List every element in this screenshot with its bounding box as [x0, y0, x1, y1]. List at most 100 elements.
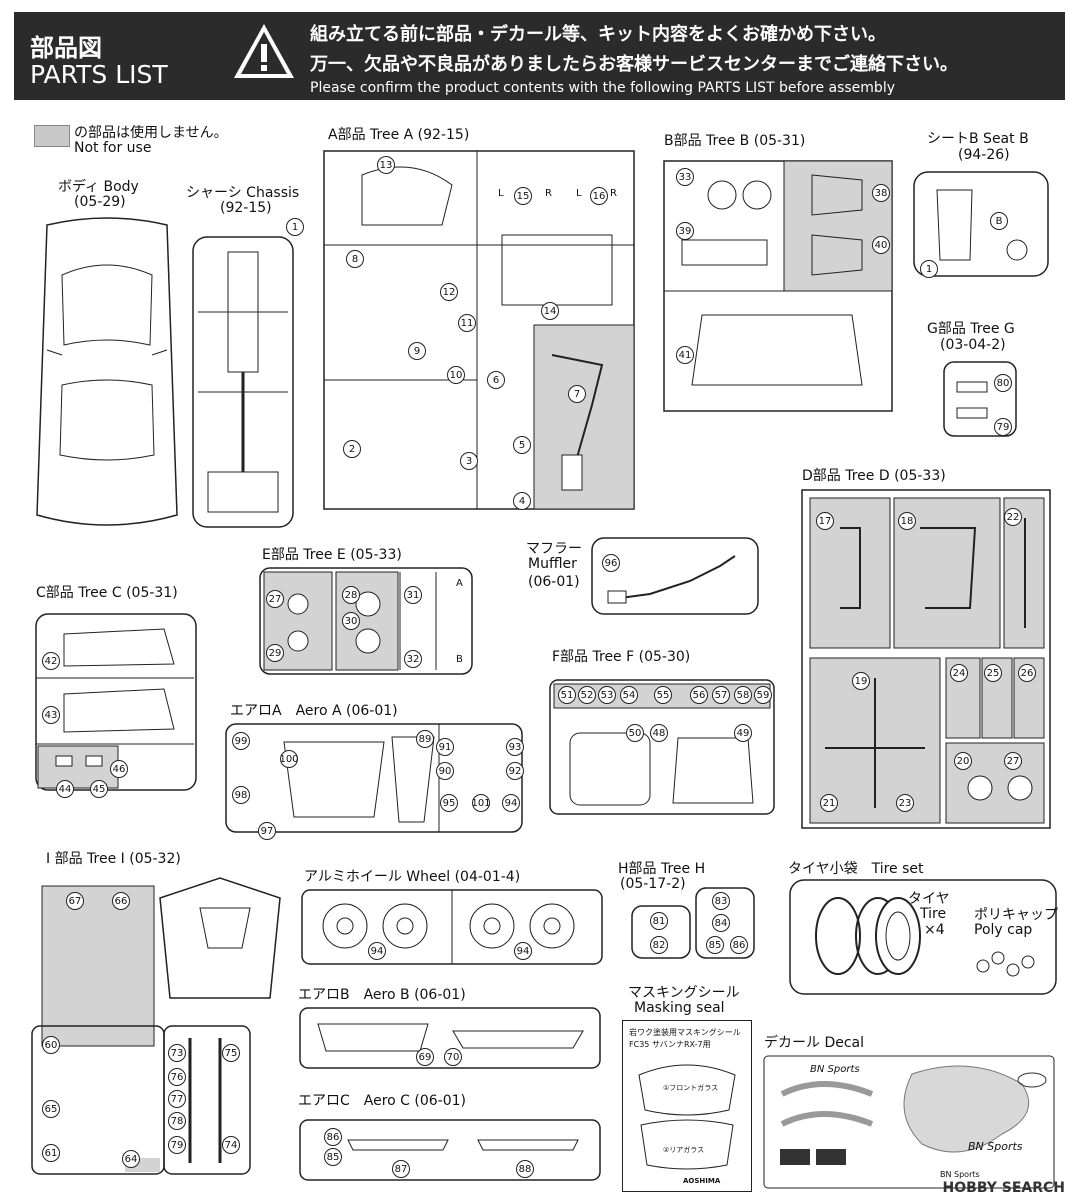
- tree-d-part-17: 17: [816, 512, 834, 530]
- tree-d-part-23: 23: [896, 794, 914, 812]
- tree-d-part-22: 22: [1004, 508, 1022, 526]
- tree-i-part-78: 78: [168, 1112, 186, 1130]
- mark-l-2: L: [576, 188, 582, 199]
- watermark: HOBBY SEARCH: [942, 1180, 1065, 1196]
- tree-e-mark-a: A: [456, 578, 463, 589]
- tree-f-part-51: 51: [558, 686, 576, 704]
- chassis-part-number: 1: [286, 218, 304, 236]
- tree-i-part-60: 60: [42, 1036, 60, 1054]
- tree-b-part-41: 41: [676, 346, 694, 364]
- tree-b-part-40: 40: [872, 236, 890, 254]
- tree-e-part-29: 29: [266, 644, 284, 662]
- tree-f-part-56: 56: [690, 686, 708, 704]
- aero-a-part-95: 95: [440, 794, 458, 812]
- seat-b-code: (94-26): [958, 147, 1010, 163]
- masking-shapes: [638, 1064, 736, 1170]
- legend-en: Not for use: [74, 140, 152, 156]
- tree-g-frame: [943, 361, 1017, 437]
- tree-f-part-50: 50: [626, 724, 644, 742]
- tree-d-part-18: 18: [898, 512, 916, 530]
- tree-d-part-24: 24: [950, 664, 968, 682]
- body-code: (05-29): [74, 194, 126, 210]
- tree-d-part-26: 26: [1018, 664, 1036, 682]
- aero-a-part-89: 89: [416, 730, 434, 748]
- tree-c-part-45: 45: [90, 780, 108, 798]
- tree-a-part-4: 4: [513, 492, 531, 510]
- masking-label-en: Masking seal: [634, 1000, 725, 1016]
- masking-rear: ②リアガラス: [663, 1146, 705, 1154]
- tree-b-frame: [663, 160, 893, 412]
- chassis-drawing: [192, 236, 294, 528]
- decal-sheet: [763, 1055, 1055, 1189]
- tree-c-part-42: 42: [42, 652, 60, 670]
- aero-a-part-98: 98: [232, 786, 250, 804]
- muffler-part-96: 96: [602, 554, 620, 572]
- tree-b-part-38: 38: [872, 184, 890, 202]
- tree-d-frame: [801, 489, 1051, 829]
- tree-a-frame: [323, 150, 635, 510]
- notice-line-1: 組み立てる前に部品・デカール等、キット内容をよくお確かめ下さい。: [310, 24, 886, 45]
- tree-i-part-74: 74: [222, 1136, 240, 1154]
- tree-h-frame: [631, 887, 755, 959]
- tree-c-part-46: 46: [110, 760, 128, 778]
- header-banner: 部品図 PARTS LIST 組み立てる前に部品・デカール等、キット内容をよくお…: [14, 12, 1065, 100]
- aero-a-part-91: 91: [436, 738, 454, 756]
- tree-i-part-65: 65: [42, 1100, 60, 1118]
- aero-c-part-85: 85: [324, 1148, 342, 1166]
- tree-a-part-13: 13: [377, 156, 395, 174]
- tree-h-part-85: 85: [706, 936, 724, 954]
- aero-b-label: エアロB Aero B (06-01): [298, 987, 466, 1003]
- aero-a-frame: [225, 723, 523, 833]
- tree-i-frame: [31, 877, 281, 1175]
- tree-a-part-14: 14: [541, 302, 559, 320]
- aero-a-part-93: 93: [506, 738, 524, 756]
- tree-f-part-53: 53: [598, 686, 616, 704]
- aero-a-label: エアロA Aero A (06-01): [230, 703, 398, 719]
- body-drawing: [36, 217, 178, 526]
- masking-label-jp: マスキングシール: [628, 985, 740, 1001]
- muffler-label-jp: マフラー: [526, 541, 582, 557]
- masking-sheet-sub: FC35 サバンナRX-7用: [629, 1040, 711, 1049]
- tree-a-part-5: 5: [513, 436, 531, 454]
- tree-e-part-27: 27: [266, 590, 284, 608]
- wheel-frame: [301, 889, 603, 965]
- tree-e-part-31: 31: [404, 586, 422, 604]
- tree-g-part-80: 80: [994, 374, 1012, 392]
- aero-a-part-97: 97: [258, 822, 276, 840]
- tree-a-part-3: 3: [460, 452, 478, 470]
- tree-b-part-33: 33: [676, 168, 694, 186]
- wheel-part-94-a: 94: [368, 942, 386, 960]
- tree-e-part-30: 30: [342, 612, 360, 630]
- tree-g-label: G部品 Tree G: [927, 321, 1015, 337]
- tree-e-frame: [259, 567, 473, 675]
- tree-e-part-32: 32: [404, 650, 422, 668]
- aero-b-part-69: 69: [416, 1048, 434, 1066]
- tree-i-part-76: 76: [168, 1068, 186, 1086]
- tree-a-part-8: 8: [346, 250, 364, 268]
- unused-swatch: [34, 125, 70, 147]
- muffler-code: (06-01): [528, 574, 580, 590]
- tree-i-part-79: 79: [168, 1136, 186, 1154]
- muffler-frame: [591, 537, 759, 615]
- aero-c-part-88: 88: [516, 1160, 534, 1178]
- mark-r-2: R: [610, 188, 617, 199]
- muffler-label-en: Muffler: [528, 556, 577, 572]
- tree-f-part-55: 55: [654, 686, 672, 704]
- notice-line-2: 万一、欠品や不良品がありましたらお客様サービスセンターまでご連絡下さい。: [310, 54, 958, 75]
- aero-c-part-86: 86: [324, 1128, 342, 1146]
- aero-a-part-101: 101: [471, 794, 491, 812]
- tree-f-part-48: 48: [650, 724, 668, 742]
- tree-g-part-79: 79: [994, 418, 1012, 436]
- tree-i-part-75: 75: [222, 1044, 240, 1062]
- tree-f-part-58: 58: [734, 686, 752, 704]
- tree-h-code: (05-17-2): [620, 876, 686, 892]
- tree-f-part-52: 52: [578, 686, 596, 704]
- aero-c-part-87: 87: [392, 1160, 410, 1178]
- seat-b-label: シートB Seat B: [927, 131, 1029, 147]
- tire-set-frame: [789, 879, 1057, 995]
- decal-text-1: BN Sports: [810, 1064, 860, 1075]
- tree-a-part-16: 16: [590, 187, 608, 205]
- title-jp: 部品図: [30, 34, 102, 62]
- aero-a-part-92: 92: [506, 762, 524, 780]
- tire-label-jp: タイヤ: [908, 891, 950, 907]
